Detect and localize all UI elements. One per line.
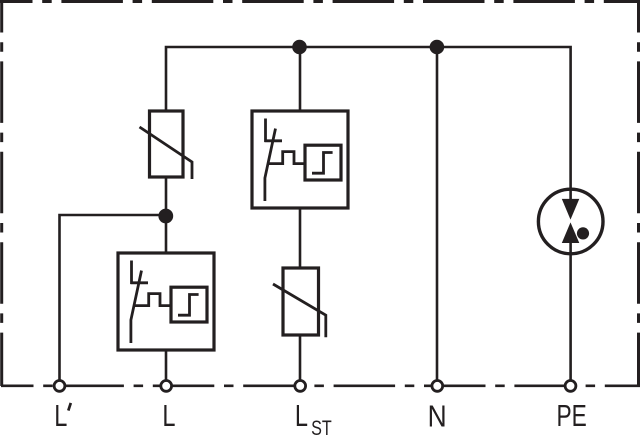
- svg-text:ST: ST: [311, 416, 332, 440]
- svg-text:PE: PE: [557, 397, 587, 432]
- svg-text:L: L: [162, 398, 175, 433]
- svg-text:L: L: [54, 398, 67, 433]
- svg-text:L: L: [295, 398, 308, 433]
- svg-text:N: N: [428, 399, 447, 433]
